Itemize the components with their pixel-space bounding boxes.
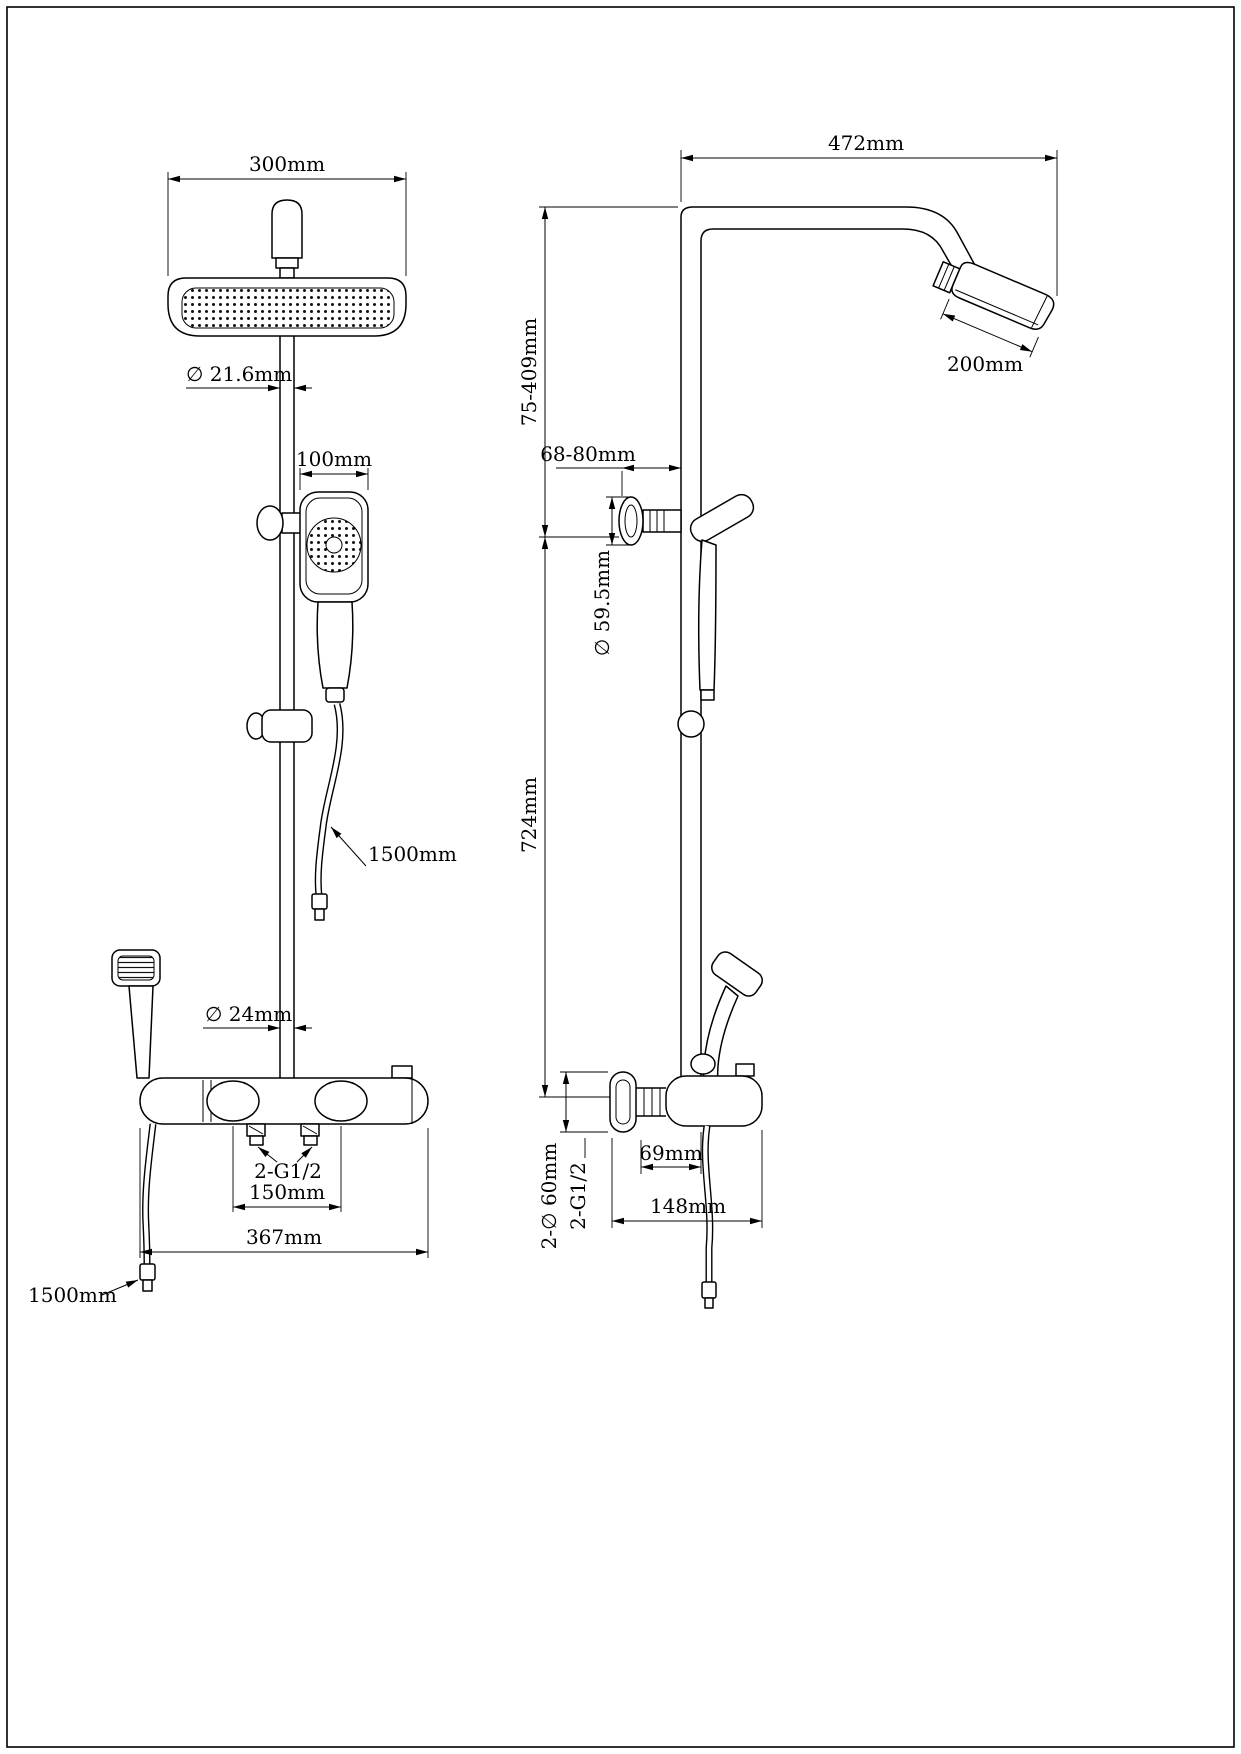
dim-side-offset: 69mm xyxy=(639,1132,703,1174)
dim-label-side-head-length: 200mm xyxy=(947,352,1023,376)
dim-side-bracket-dia: ∅ 59.5mm xyxy=(590,496,631,656)
dim-label-front-head-width: 300mm xyxy=(249,152,325,176)
dim-side-bracket-depth: 68-80mm xyxy=(540,442,681,496)
dim-label-side-column-height: 724mm xyxy=(517,777,541,853)
dim-label-side-adj-height: 75-409mm xyxy=(517,318,541,426)
side-overhead-shower xyxy=(932,261,1055,358)
front-lower-hose xyxy=(139,1123,157,1292)
dim-label-side-bracket-depth: 68-80mm xyxy=(540,442,636,466)
dim-side-outlet-thread: 2-G1/2 xyxy=(566,1138,590,1230)
side-view: 200mm xyxy=(517,131,1058,1309)
drawing-border xyxy=(6,6,1235,1748)
dim-label-front-pipe2-dia: ∅ 24mm xyxy=(205,1002,292,1026)
side-hand-shower xyxy=(689,493,755,701)
dim-label-front-inlet-span: 150mm xyxy=(249,1180,325,1204)
front-view: 300mm ∅ 21.6mm 100mm 1500mm ∅ 24mm xyxy=(28,152,457,1307)
dim-label-front-body-width: 367mm xyxy=(246,1225,322,1249)
dim-label-front-inlet-thread: 2-G1/2 xyxy=(254,1159,322,1183)
dim-front-hose-length: 1500mm xyxy=(330,826,457,867)
dim-front-body-width: 367mm xyxy=(139,1128,429,1258)
dim-side-flange-dia: 2-∅ 60mm xyxy=(537,1071,608,1250)
dim-label-front-pipe-dia: ∅ 21.6mm xyxy=(186,362,292,386)
front-hand-shower xyxy=(256,491,369,703)
dim-label-front-hand-width: 100mm xyxy=(296,447,372,471)
dim-label-side-reach: 472mm xyxy=(828,131,904,155)
front-mixer-body xyxy=(139,1065,429,1146)
dim-front-inlet-thread: 2-G1/2 xyxy=(254,1146,322,1183)
dim-front-pipe-dia: ∅ 21.6mm xyxy=(186,362,312,392)
front-overhead-shower xyxy=(167,277,407,337)
dim-side-adj-height: 75-409mm xyxy=(517,206,678,538)
dim-front-head-width: 300mm xyxy=(167,152,407,276)
dim-label-side-outlet-thread: 2-G1/2 xyxy=(566,1162,590,1230)
dim-label-side-valve-depth: 148mm xyxy=(650,1194,726,1218)
dim-label-side-offset: 69mm xyxy=(639,1141,702,1165)
side-lower-hose xyxy=(701,1125,717,1309)
dim-front-inlet-span: 150mm xyxy=(232,1126,342,1212)
side-sprayer xyxy=(690,951,763,1089)
dim-label-front-hose-length: 1500mm xyxy=(368,842,457,866)
dim-front-pipe2-dia: ∅ 24mm xyxy=(203,1002,312,1032)
side-wall-bracket xyxy=(618,496,682,546)
dim-side-valve-depth: 148mm xyxy=(611,1130,763,1228)
dim-label-side-bracket-dia: ∅ 59.5mm xyxy=(590,550,614,656)
front-tub-wand xyxy=(111,949,161,1079)
dim-side-reach: 472mm xyxy=(680,131,1058,296)
front-slider-bracket xyxy=(246,709,313,743)
dim-label-front-lower-hose-length: 1500mm xyxy=(28,1283,117,1307)
dim-label-side-flange-dia: 2-∅ 60mm xyxy=(537,1143,561,1250)
side-mixer-body xyxy=(609,1063,763,1133)
dim-front-hand-width: 100mm xyxy=(296,447,372,490)
side-slider-ball xyxy=(677,710,705,738)
side-riser-and-arm xyxy=(680,206,984,1076)
front-riser-pipe xyxy=(279,336,295,1078)
front-top-pipe-stub xyxy=(271,199,303,279)
front-shower-hose xyxy=(311,703,344,921)
dim-side-column-height: 724mm xyxy=(517,537,610,1098)
dim-front-lower-hose-length: 1500mm xyxy=(28,1279,139,1307)
